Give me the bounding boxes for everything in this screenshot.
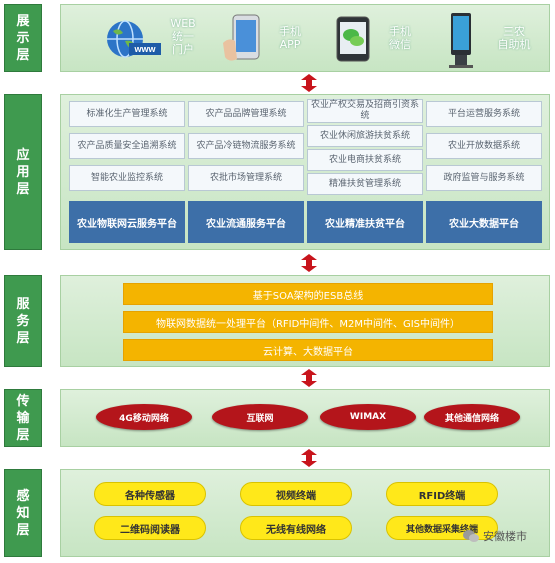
- device-network[interactable]: 无线有线网络: [240, 516, 352, 540]
- layer-label-application: 应用层: [4, 94, 42, 250]
- device-other-terminals[interactable]: 其他数据采集终端: [386, 516, 498, 540]
- network-4g[interactable]: 4G移动网络: [96, 404, 192, 430]
- platform-box[interactable]: 农业大数据平台: [426, 201, 542, 243]
- system-box[interactable]: 精准扶贫管理系统: [307, 173, 423, 195]
- display-item-wechat[interactable]: 手机 微信: [389, 25, 411, 51]
- double-arrow-icon: [301, 449, 317, 467]
- system-box[interactable]: 农业开放数据系统: [426, 133, 542, 159]
- platform-box[interactable]: 农业流通服务平台: [188, 201, 304, 243]
- device-rfid-terminal[interactable]: RFID终端: [386, 482, 498, 506]
- layer-label-sensing: 感知层: [4, 469, 42, 557]
- system-box[interactable]: 平台运营服务系统: [426, 101, 542, 127]
- service-bar-esb[interactable]: 基于SOA架构的ESB总线: [123, 283, 493, 305]
- wechat-logo-icon: [463, 530, 479, 542]
- service-bar-iot-data[interactable]: 物联网数据统一处理平台（RFID中间件、M2M中间件、GIS中间件）: [123, 311, 493, 333]
- system-box[interactable]: 智能农业监控系统: [69, 165, 185, 191]
- globe-www-icon: www: [107, 20, 161, 58]
- platform-box[interactable]: 农业精准扶贫平台: [307, 201, 423, 243]
- watermark: 安徽楼市: [462, 528, 527, 544]
- device-sensors[interactable]: 各种传感器: [94, 482, 206, 506]
- system-box[interactable]: 农产品品牌管理系统: [188, 101, 304, 127]
- system-box[interactable]: 农业休闲旅游扶贫系统: [307, 125, 423, 147]
- wechat-phone-icon: [336, 16, 370, 62]
- display-item-web[interactable]: WEB 统一 门户: [170, 17, 196, 56]
- system-box[interactable]: 农业产权交易及招商引资系统: [307, 99, 423, 123]
- network-internet[interactable]: 互联网: [212, 404, 308, 430]
- layer-label-transport: 传输层: [4, 389, 42, 447]
- kiosk-icon: [449, 13, 473, 68]
- system-box[interactable]: 农产品冷链物流服务系统: [188, 133, 304, 159]
- display-item-kiosk[interactable]: 三农 自助机: [497, 25, 531, 51]
- layer-label-display: 展示层: [4, 4, 42, 72]
- system-box[interactable]: 农业电商扶贫系统: [307, 149, 423, 171]
- double-arrow-icon: [301, 74, 317, 92]
- device-video-terminal[interactable]: 视频终端: [240, 482, 352, 506]
- layer-label-service: 服务层: [4, 275, 42, 367]
- system-box[interactable]: 农批市场管理系统: [188, 165, 304, 191]
- application-layer-panel: 标准化生产管理系统 农产品质量安全追溯系统 智能农业监控系统 农业物联网云服务平…: [60, 94, 550, 250]
- network-wimax[interactable]: WIMAX: [320, 404, 416, 430]
- network-other[interactable]: 其他通信网络: [424, 404, 520, 430]
- display-item-app[interactable]: 手机 APP: [279, 25, 301, 51]
- system-box[interactable]: 标准化生产管理系统: [69, 101, 185, 127]
- double-arrow-icon: [301, 369, 317, 387]
- svg-text:www: www: [133, 44, 156, 54]
- display-layer-panel: www WEB 统一 门户 手机 APP 手机 微信 三农 自助机: [60, 4, 550, 72]
- device-qr-reader[interactable]: 二维码阅读器: [94, 516, 206, 540]
- system-box[interactable]: 政府监管与服务系统: [426, 165, 542, 191]
- platform-box[interactable]: 农业物联网云服务平台: [69, 201, 185, 243]
- double-arrow-icon: [301, 254, 317, 272]
- watermark-text: 安徽楼市: [483, 530, 527, 543]
- system-box[interactable]: 农产品质量安全追溯系统: [69, 133, 185, 159]
- service-bar-cloud[interactable]: 云计算、大数据平台: [123, 339, 493, 361]
- smartphone-icon: [223, 14, 260, 61]
